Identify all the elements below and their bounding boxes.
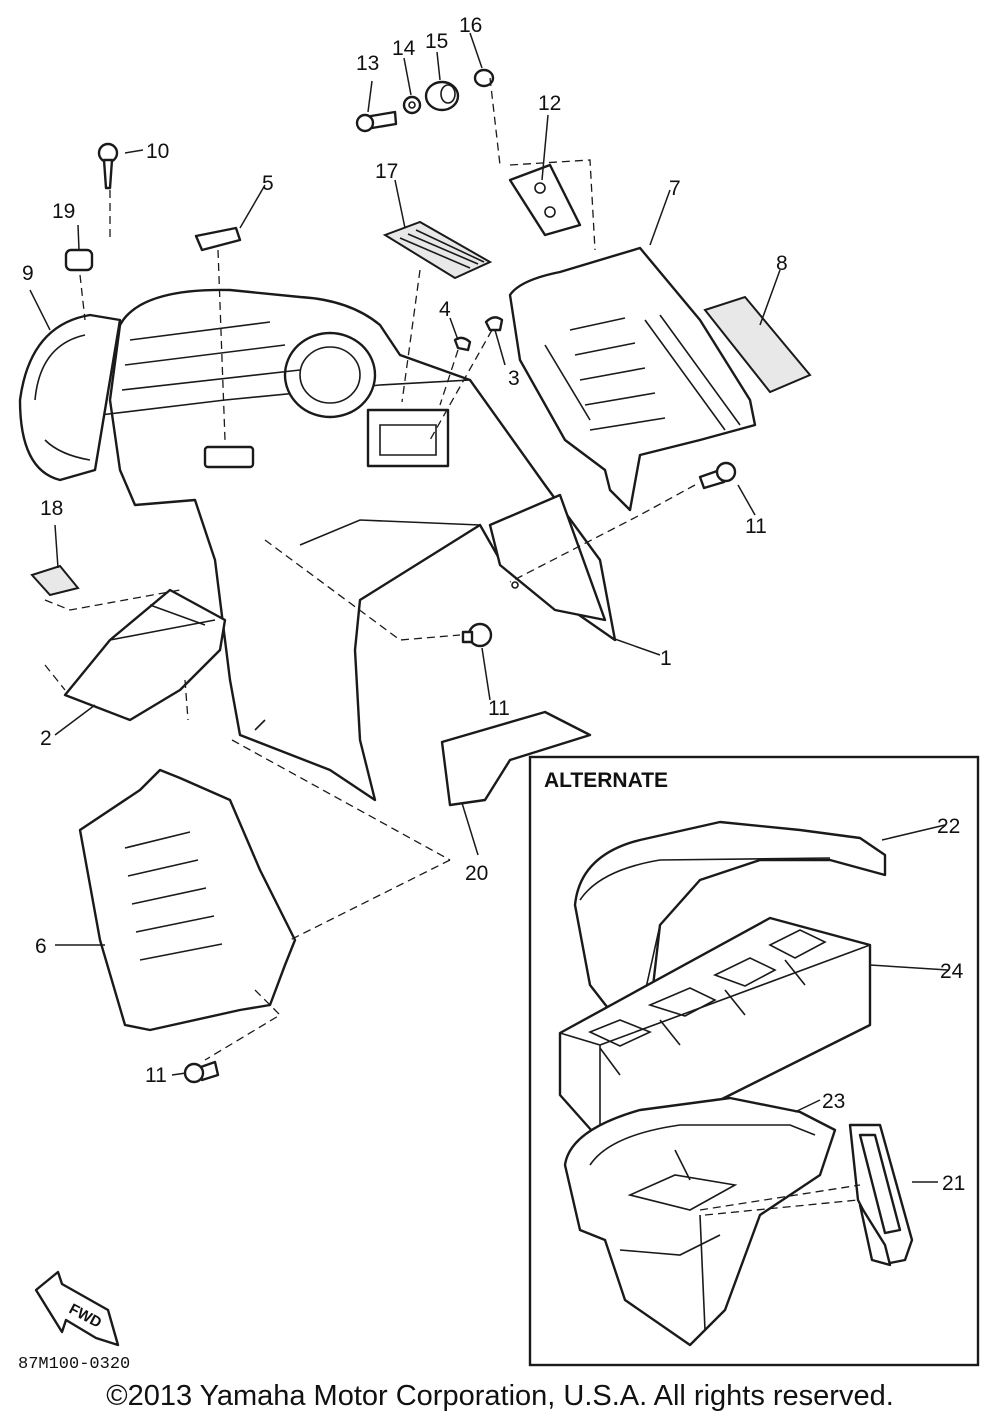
leader-lines bbox=[29, 32, 781, 1076]
label-part-10: 10 bbox=[146, 140, 169, 163]
clip-part-5 bbox=[194, 226, 242, 252]
cover-part-2 bbox=[63, 588, 227, 722]
alternate-box bbox=[528, 755, 980, 1367]
label-part-13: 13 bbox=[356, 52, 379, 75]
pad-part-17 bbox=[382, 220, 493, 280]
cap-part-19 bbox=[64, 248, 94, 272]
label-part-2: 2 bbox=[40, 727, 52, 750]
screw-part-10 bbox=[97, 142, 119, 190]
vent-panel-part-7 bbox=[508, 246, 757, 512]
bolt-part-11-right bbox=[698, 461, 737, 490]
bolt-part-11-lower bbox=[183, 1060, 220, 1084]
label-part-6: 6 bbox=[35, 935, 47, 958]
label-part-18: 18 bbox=[40, 497, 63, 520]
seal-part-21 bbox=[848, 1123, 914, 1267]
pad-part-18 bbox=[30, 564, 80, 597]
label-part-16: 16 bbox=[459, 14, 482, 37]
strip-part-20 bbox=[440, 710, 592, 807]
label-part-1: 1 bbox=[660, 647, 672, 670]
part-labels: 1 2 3 4 5 6 7 8 9 10 11 11 11 12 13 14 1… bbox=[22, 14, 965, 1195]
label-part-5: 5 bbox=[262, 172, 274, 195]
label-part-12: 12 bbox=[538, 92, 561, 115]
label-part-9: 9 bbox=[22, 262, 34, 285]
label-part-8: 8 bbox=[776, 252, 788, 275]
label-part-11-center: 11 bbox=[488, 697, 510, 720]
label-part-4: 4 bbox=[439, 298, 451, 321]
label-part-20: 20 bbox=[465, 862, 488, 885]
side-cap-part-9 bbox=[18, 313, 122, 482]
label-part-11-right: 11 bbox=[745, 515, 767, 538]
fastener-parts-13-16 bbox=[355, 68, 495, 133]
bolt-part-11-center bbox=[461, 622, 493, 648]
label-part-15: 15 bbox=[425, 30, 448, 53]
label-part-21: 21 bbox=[942, 1172, 965, 1195]
diagram-code: 87M100-0320 bbox=[18, 1355, 130, 1370]
alternate-title: ALTERNATE bbox=[544, 769, 668, 792]
vent-panel-part-6 bbox=[78, 768, 297, 1032]
label-part-22: 22 bbox=[937, 815, 960, 838]
label-part-17: 17 bbox=[375, 160, 398, 183]
label-part-14: 14 bbox=[392, 37, 416, 60]
label-part-7: 7 bbox=[669, 177, 681, 200]
label-part-24: 24 bbox=[940, 960, 964, 983]
label-part-11-lower: 11 bbox=[145, 1064, 167, 1087]
hood-body-part-1 bbox=[99, 288, 617, 802]
tray-part-23 bbox=[563, 1096, 837, 1347]
label-part-19: 19 bbox=[52, 200, 75, 223]
bracket-part-12 bbox=[508, 163, 582, 237]
copyright-notice: ©2013 Yamaha Motor Corporation, U.S.A. A… bbox=[106, 1380, 894, 1412]
assembly-lines bbox=[44, 77, 696, 1061]
filter-part-8 bbox=[703, 295, 812, 394]
label-part-3: 3 bbox=[508, 367, 520, 390]
parts-diagram: FWD 1 2 3 4 5 6 7 8 9 10 11 11 11 12 13 … bbox=[18, 14, 980, 1370]
label-part-23: 23 bbox=[822, 1090, 845, 1113]
fwd-arrow-icon: FWD bbox=[34, 1270, 120, 1347]
pin-part-3 bbox=[484, 316, 504, 332]
